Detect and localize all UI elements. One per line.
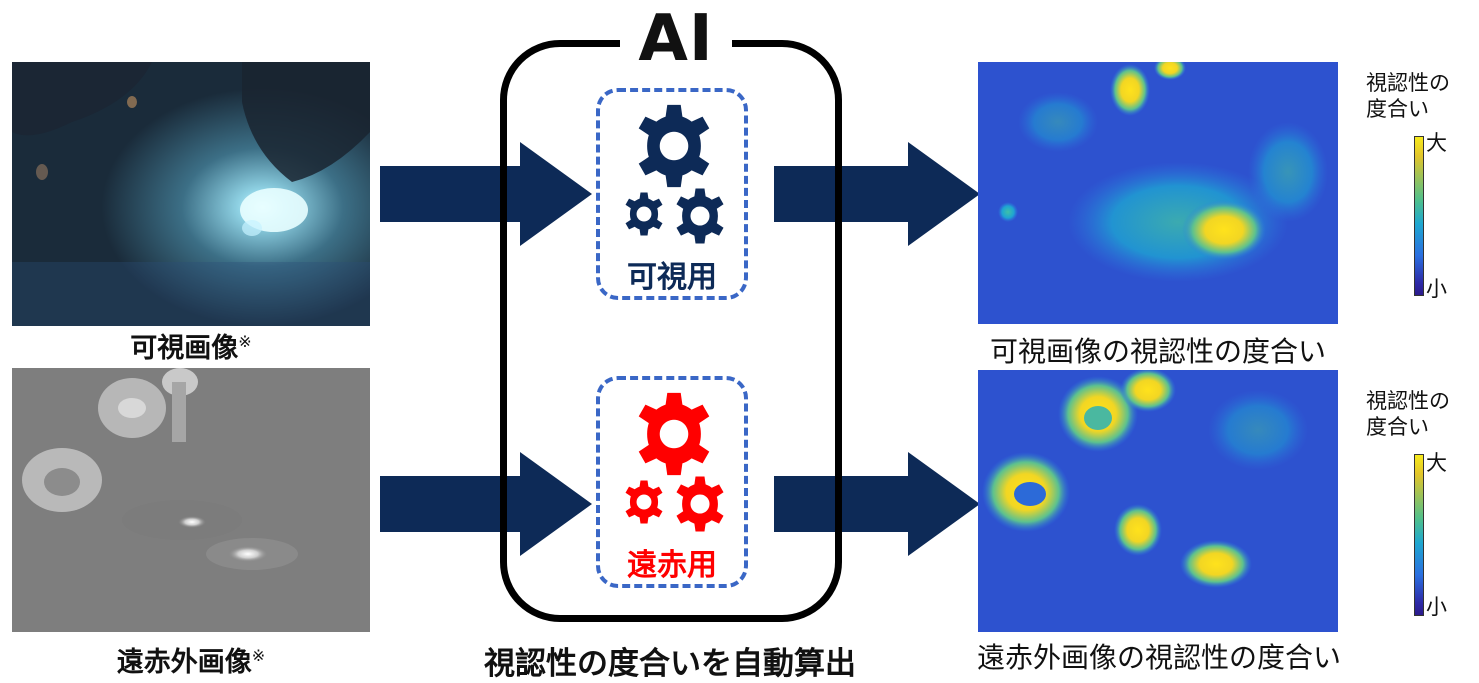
large-gear-icon (638, 392, 710, 476)
colorbar-title-line1: 視認性の (1366, 71, 1450, 95)
colorbar-title-line2: 度合い (1366, 97, 1429, 121)
visible-engine-box: 可視用 (596, 88, 748, 300)
colorbar-scale (1414, 136, 1424, 296)
colorbar-high-label: 大 (1426, 451, 1447, 475)
far-infrared-input-image (12, 368, 370, 632)
visible-visibility-map (978, 62, 1338, 324)
colorbar-title-line1: 視認性の (1366, 389, 1450, 413)
arrow-far-infrared-to-ai (380, 452, 592, 556)
visible-input-caption-text: 可視画像 (130, 333, 239, 364)
small-gear-icon (625, 192, 663, 236)
large-gear-icon (638, 104, 710, 188)
far-infrared-input-note-mark: ※ (251, 646, 266, 665)
far-infrared-output-caption: 遠赤外画像の視認性の度合い (976, 641, 1341, 674)
far-infrared-input-caption-text: 遠赤外画像 (116, 647, 252, 678)
far-infrared-engine-box: 遠赤用 (596, 376, 748, 588)
colorbar-high-label: 大 (1426, 131, 1447, 155)
visible-engine-label: 可視用 (627, 260, 717, 295)
visible-input-note-mark: ※ (238, 332, 252, 351)
colorbar-low-label: 小 (1426, 277, 1447, 301)
arrow-visible-to-ai (380, 142, 592, 246)
far-infrared-engine-label: 遠赤用 (627, 548, 717, 583)
ai-footer: 視認性の度合いを自動算出 (484, 646, 856, 682)
ai-title: AI (620, 4, 732, 74)
visible-input-caption: 可視画像※ (12, 326, 370, 365)
far-infrared-input-caption: 遠赤外画像※ (12, 640, 370, 679)
colorbar-scale (1414, 454, 1424, 616)
medium-gear-icon (676, 476, 724, 532)
far-infrared-visibility-map (978, 370, 1338, 632)
visible-output-caption: 可視画像の視認性の度合い (989, 335, 1326, 368)
medium-gear-icon (676, 188, 724, 244)
arrow-ai-to-visible-output (774, 142, 980, 246)
visible-input-image (12, 62, 370, 326)
arrow-ai-to-far-infrared-output (774, 452, 980, 556)
small-gear-icon (625, 480, 663, 524)
colorbar-title-line2: 度合い (1366, 415, 1429, 439)
colorbar-low-label: 小 (1426, 595, 1447, 619)
